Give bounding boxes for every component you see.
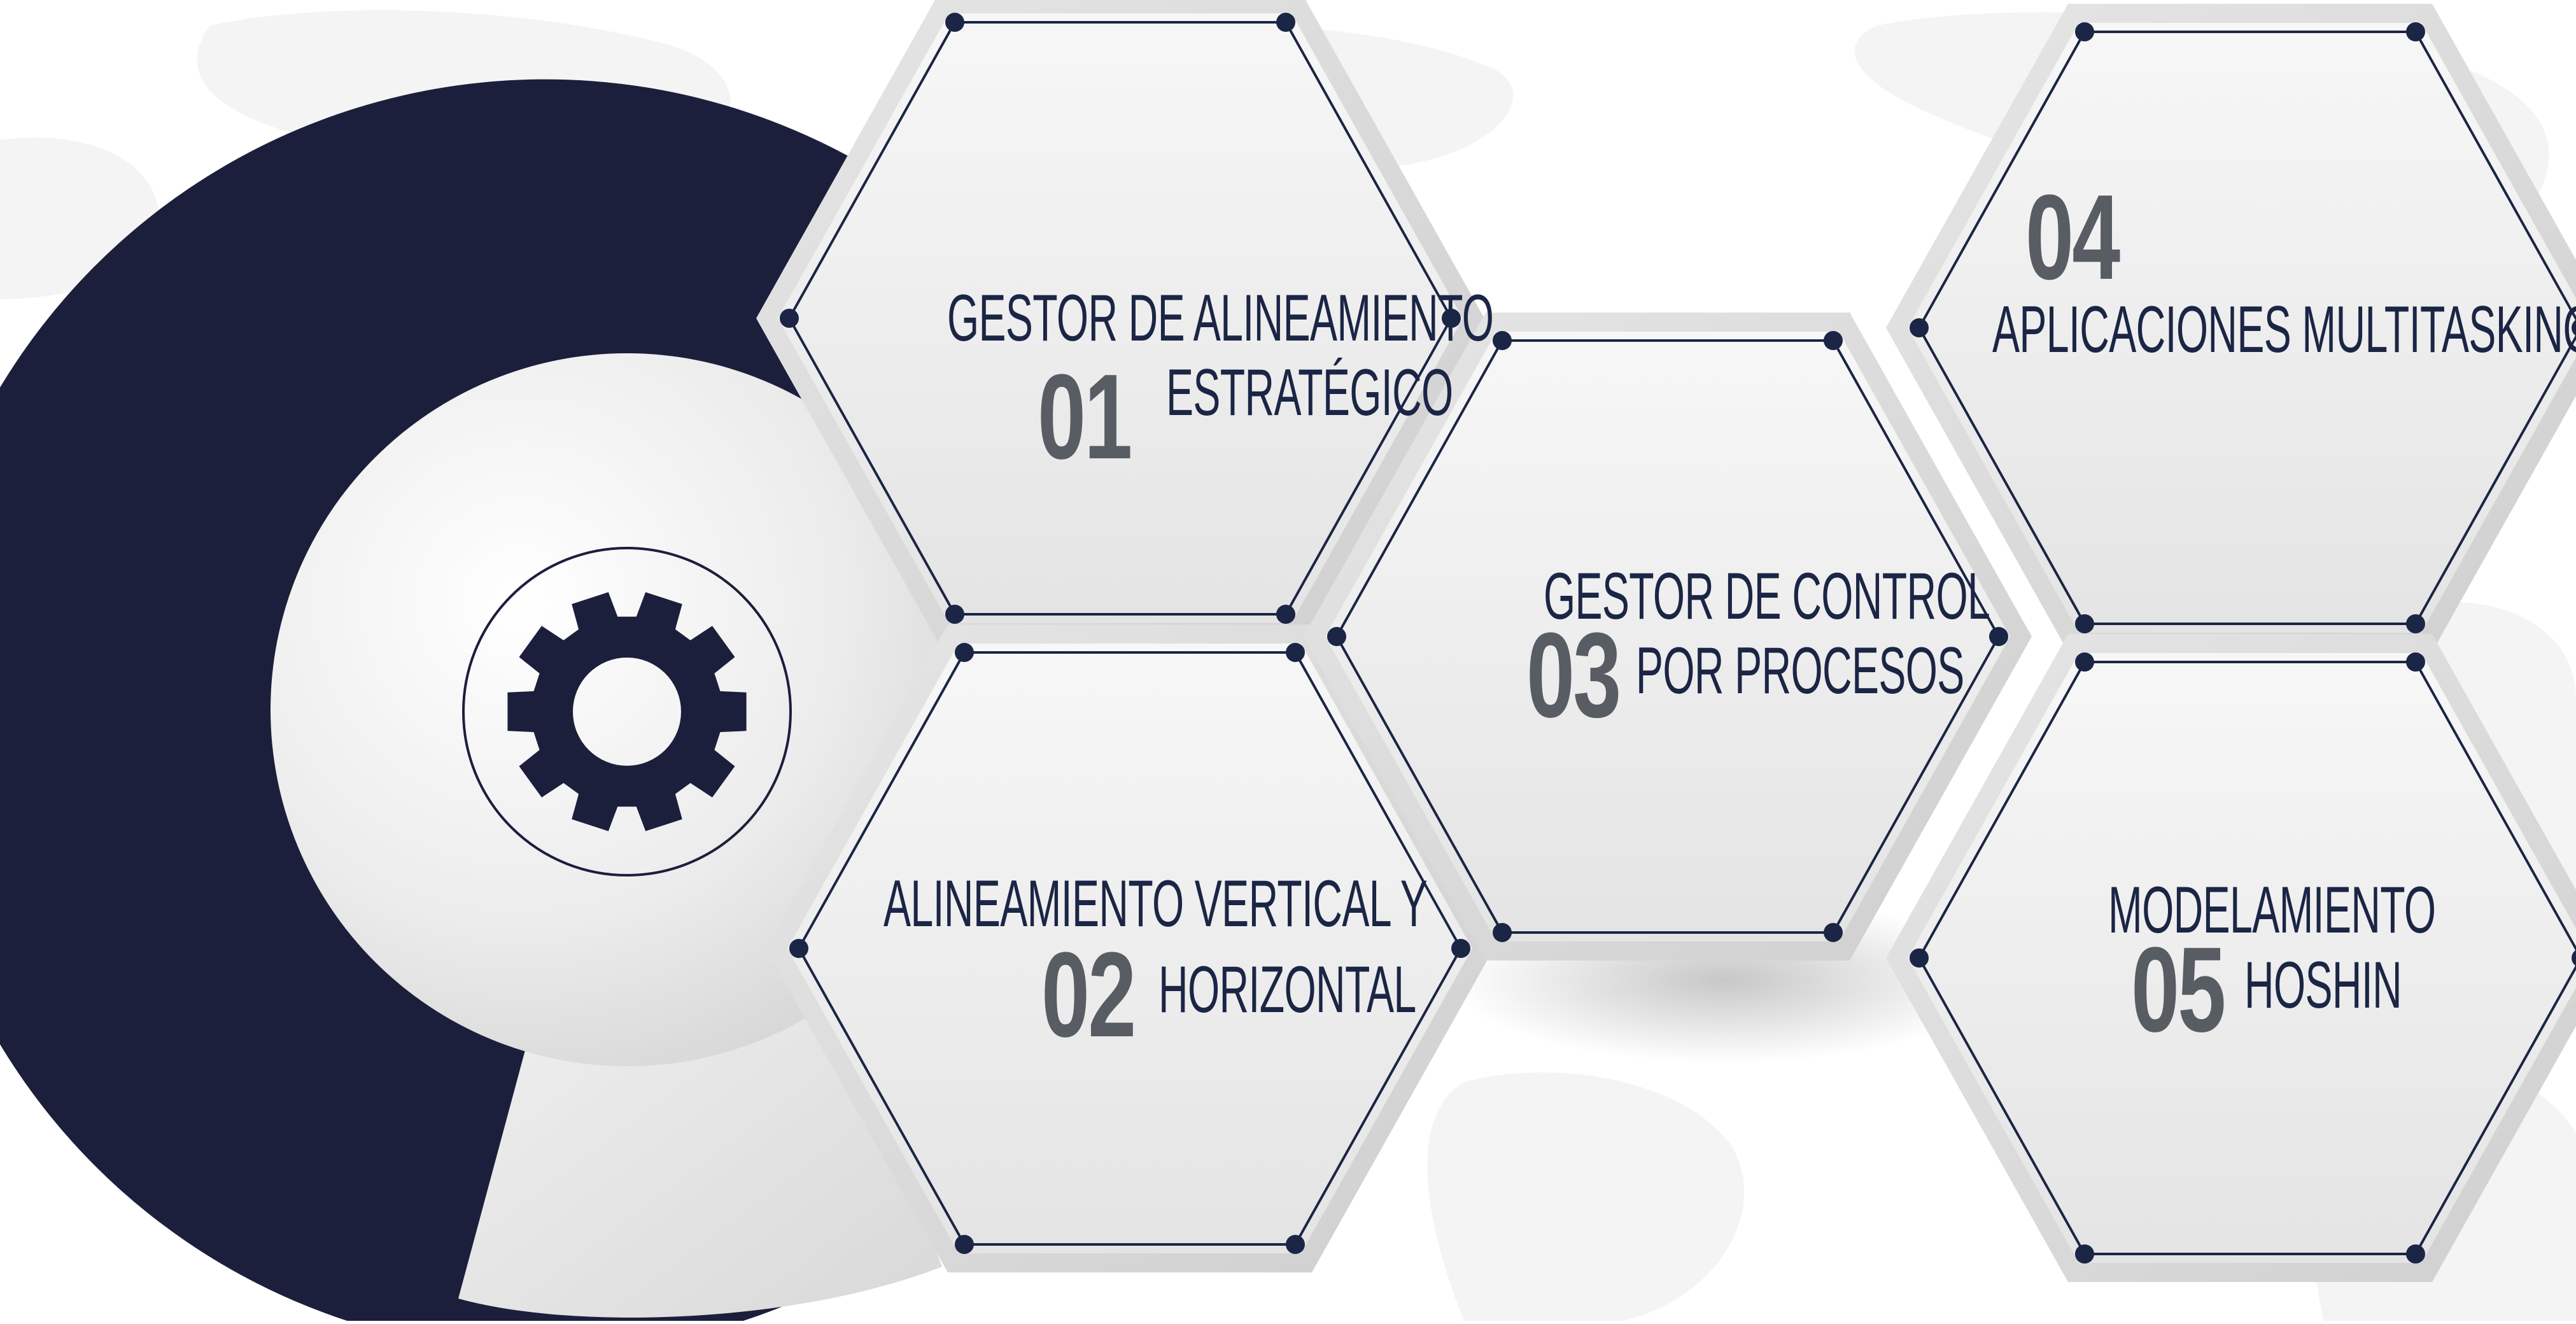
hexagon-body [787, 644, 1472, 1253]
hexagon-vertex-dot [1451, 939, 1470, 958]
hexagon-body [1325, 332, 2010, 941]
hexagon-vertex-dot [2075, 614, 2094, 633]
hex-05-line2: HOSHIN [2244, 948, 2402, 1022]
hexagon-vertex-dot [1910, 948, 1929, 968]
hexagon-vertex-dot [945, 605, 964, 624]
hex-01-number: 01 [1038, 349, 1132, 484]
hexagon-vertex-dot [1493, 331, 1512, 350]
hexagon-body [1908, 653, 2576, 1263]
hex-03-line1: GESTOR DE CONTROL [1544, 560, 1990, 633]
hexagon-body [778, 13, 1463, 623]
hexagon-vertex-dot [2406, 1244, 2425, 1264]
hex-03-line2: POR PROCESOS [1636, 634, 1964, 708]
gear-ring [462, 547, 792, 877]
hexagon-02 [766, 624, 1494, 1272]
hexagon-vertex-dot [2406, 652, 2425, 672]
hex-02-line1: ALINEAMIENTO VERTICAL Y [883, 867, 1428, 941]
hexagon-vertex-dot [2406, 614, 2425, 633]
hex-01-line1: GESTOR DE ALINEAMIENTO [947, 281, 1494, 355]
hexagon-vertex-dot [789, 939, 808, 958]
hex-03-number: 03 [1526, 608, 1621, 743]
hex-05-number: 05 [2131, 922, 2226, 1057]
hexagon-vertex-dot [1824, 923, 1843, 942]
hexagon-vertex-dot [1276, 13, 1295, 32]
hexagon-vertex-dot [2572, 320, 2576, 336]
hexagon-vertex-dot [780, 309, 799, 328]
hexagon-group [756, 0, 2576, 1282]
hexagon-vertex-dot [2572, 950, 2576, 966]
hexagon-vertex-dot [2075, 22, 2094, 41]
hexagon-vertex-dot [1824, 331, 1843, 350]
hexagon-vertex-dot [2075, 652, 2094, 672]
hexagon-vertex-dot [955, 643, 974, 662]
gear-shape [507, 592, 747, 831]
hex-04-number: 04 [2025, 170, 2120, 305]
hexagon-vertex-dot [1327, 627, 1346, 646]
hex-02-number: 02 [1041, 927, 1136, 1062]
hexagon-vertex-dot [1989, 627, 2008, 646]
hexagon-vertex-dot [1286, 1235, 1305, 1254]
hexagon-vertex-dot [1910, 318, 1929, 337]
gear-icon [507, 592, 747, 831]
hexagon-vertex-dot [1286, 643, 1305, 662]
hexagon-body [1908, 23, 2576, 633]
hexagon-vertex-dot [1442, 309, 1461, 328]
hexagon-vertex-dot [2075, 1244, 2094, 1264]
hex-01-line2: ESTRATÉGICO [1166, 356, 1453, 430]
hexagon-vertex-dot [955, 1235, 974, 1254]
hexagon-vertex-dot [2406, 22, 2425, 41]
hexagon-vertex-dot [1276, 605, 1295, 624]
hexagon-05 [1886, 634, 2576, 1282]
hexagon-vertex-dot [945, 13, 964, 32]
hex-05-line1: MODELAMIENTO [2108, 873, 2436, 947]
hexagon-01 [756, 0, 1484, 642]
hex-02-line2: HORIZONTAL [1158, 953, 1416, 1027]
hex-04-line1: APLICACIONES MULTITASKING [1992, 293, 2576, 367]
hexagon-vertex-dot [1493, 923, 1512, 942]
hexagon-04 [1886, 4, 2576, 652]
hexagon-03 [1304, 313, 2032, 961]
